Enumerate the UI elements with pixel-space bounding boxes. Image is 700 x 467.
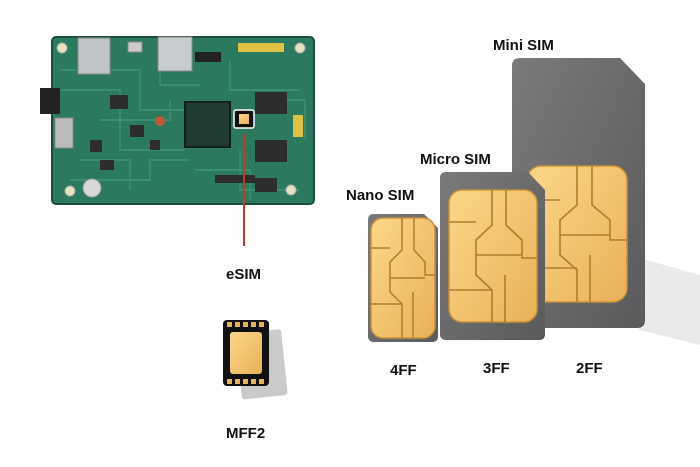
usb-port — [157, 36, 193, 72]
circuit-board — [40, 36, 315, 205]
nano-sim-card — [368, 214, 438, 342]
mini-sim-card — [512, 58, 700, 345]
nano-sim-label: Nano SIM — [346, 187, 415, 204]
mini-sim-label: Mini SIM — [493, 37, 554, 54]
2ff-label: 2FF — [576, 360, 603, 377]
mff2-chip — [223, 320, 288, 400]
micro-sim-card — [440, 172, 545, 340]
3ff-label: 3FF — [483, 360, 510, 377]
ethernet-port — [77, 37, 111, 75]
micro-sim-label: Micro SIM — [420, 151, 491, 168]
esim-label: eSIM — [226, 266, 262, 283]
4ff-label: 4FF — [390, 362, 417, 379]
processor-chip — [184, 101, 231, 148]
mff2-label: MFF2 — [226, 425, 266, 442]
